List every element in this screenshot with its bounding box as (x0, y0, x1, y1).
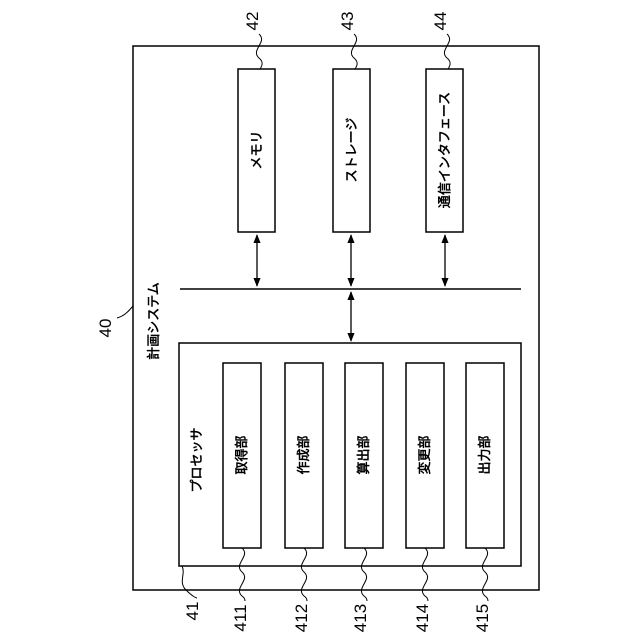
memory-ref-label: 42 (243, 12, 262, 31)
unit-leader-output (482, 548, 488, 601)
unit-ref-output: 415 (473, 604, 492, 632)
comm-interface-leader-line (444, 34, 450, 69)
system-ref-label: 40 (96, 319, 115, 338)
storage-ref-label: 43 (338, 12, 357, 31)
processor-leader-line (182, 566, 197, 598)
unit-label-acquisition: 取得部 (234, 435, 249, 474)
processor-title: プロセッサ (189, 427, 204, 492)
unit-ref-modification: 414 (413, 604, 432, 632)
system-leader-line (117, 306, 133, 318)
comm-interface-ref-label: 44 (431, 12, 450, 31)
unit-label-output: 出力部 (477, 435, 492, 474)
unit-leader-modification (422, 548, 428, 601)
memory-leader-line (256, 34, 262, 69)
unit-label-creation: 作成部 (296, 435, 311, 474)
unit-leader-acquisition (239, 548, 245, 601)
unit-label-calculation: 算出部 (356, 435, 371, 474)
unit-leader-calculation (361, 548, 367, 601)
processor-ref-label: 41 (183, 602, 202, 621)
unit-ref-creation: 412 (292, 604, 311, 632)
unit-ref-calculation: 413 (351, 604, 370, 632)
memory-label: メモリ (249, 130, 264, 169)
unit-label-modification: 変更部 (417, 435, 432, 474)
storage-leader-line (351, 34, 357, 69)
unit-leader-creation (301, 548, 307, 601)
unit-ref-acquisition: 411 (231, 604, 250, 631)
system-title: 計画システム (146, 282, 161, 360)
storage-label: ストレージ (344, 118, 359, 183)
comm-interface-label: 通信インタフェース (437, 92, 452, 208)
